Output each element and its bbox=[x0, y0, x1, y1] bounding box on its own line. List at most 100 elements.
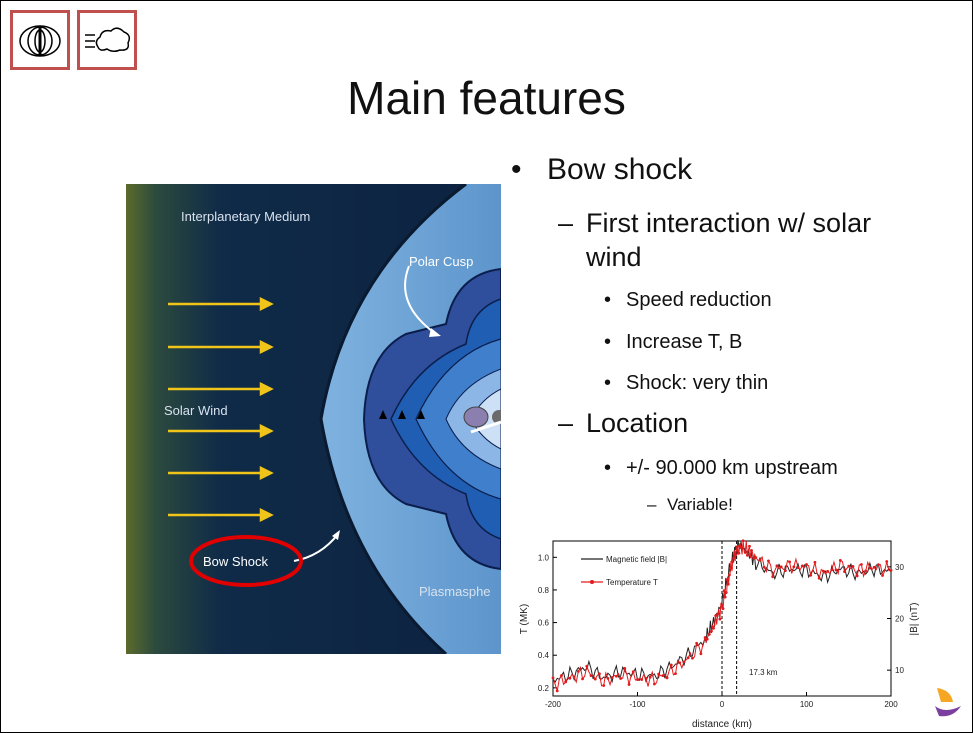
temperature-point bbox=[627, 683, 631, 686]
temperature-point bbox=[813, 560, 817, 564]
item-increase-t-b: Increase T, B bbox=[626, 331, 743, 353]
magnetosphere-diagram: Interplanetary Medium Polar Cusp Solar W… bbox=[126, 184, 501, 654]
temperature-point bbox=[800, 564, 804, 568]
dash: – bbox=[647, 495, 657, 514]
temperature-point bbox=[754, 556, 758, 559]
temperature-point bbox=[775, 564, 779, 568]
temperature-point bbox=[648, 675, 652, 679]
x-tick-label: -200 bbox=[545, 700, 562, 709]
temperature-point bbox=[555, 689, 559, 693]
temperature-point bbox=[726, 582, 730, 586]
temperature-point bbox=[589, 674, 593, 678]
temperature-point bbox=[674, 672, 677, 676]
temperature-point bbox=[699, 652, 703, 656]
y-axis-label-left: T (MK) bbox=[519, 604, 530, 634]
temperature-point bbox=[864, 569, 868, 573]
temperature-point bbox=[727, 573, 731, 577]
temperature-point bbox=[767, 559, 770, 563]
temperature-point bbox=[682, 660, 686, 664]
temperature-point bbox=[610, 675, 614, 679]
temperature-point bbox=[585, 664, 589, 668]
temperature-point bbox=[686, 656, 690, 660]
temperature-point bbox=[741, 539, 745, 543]
sub-location: Location bbox=[586, 408, 689, 438]
temperature-point bbox=[691, 656, 694, 660]
temperature-point bbox=[826, 569, 830, 573]
temperature-point bbox=[551, 676, 555, 680]
temperature-point bbox=[725, 578, 729, 581]
temperature-point bbox=[718, 617, 722, 621]
plasmasphere-label: Plasmasphe bbox=[419, 584, 491, 599]
interplanetary-label: Interplanetary Medium bbox=[181, 209, 310, 224]
temperature-point bbox=[731, 560, 734, 564]
temperature-point bbox=[737, 551, 741, 555]
magnetic-field-nav-button[interactable] bbox=[10, 10, 70, 70]
temperature-point bbox=[881, 574, 884, 577]
x-tick-label: -100 bbox=[629, 700, 646, 709]
temperature-point bbox=[838, 559, 842, 562]
dash: – bbox=[558, 408, 574, 438]
temperature-point bbox=[830, 568, 834, 572]
polar-cusp-label: Polar Cusp bbox=[409, 254, 473, 269]
temperature-point bbox=[665, 676, 669, 680]
solar-wind-nav-button[interactable] bbox=[77, 10, 137, 70]
temperature-point bbox=[720, 604, 724, 608]
temperature-point bbox=[788, 560, 791, 564]
temperature-point bbox=[598, 672, 601, 676]
temperature-point bbox=[724, 591, 728, 595]
institution-logo bbox=[935, 688, 961, 717]
temperature-point bbox=[581, 677, 584, 681]
temperature-point bbox=[889, 568, 893, 572]
temperature-point bbox=[745, 553, 749, 557]
x-tick-label: 0 bbox=[720, 700, 725, 709]
temperature-point bbox=[623, 667, 627, 670]
y2-tick-label: 20 bbox=[895, 615, 904, 624]
temperature-point bbox=[705, 637, 709, 641]
temperature-point bbox=[560, 674, 563, 677]
temperature-point bbox=[736, 544, 740, 548]
temperature-point bbox=[653, 682, 656, 686]
bullet-dot: • bbox=[604, 289, 612, 311]
temperature-point bbox=[723, 595, 727, 599]
temperature-point bbox=[602, 684, 606, 687]
y-tick-label: 0.8 bbox=[538, 586, 550, 595]
temperature-point bbox=[572, 675, 576, 679]
temperature-point bbox=[661, 674, 665, 678]
temperature-point bbox=[771, 575, 775, 579]
sub-first-interaction: First interaction w/ solar wind bbox=[586, 208, 872, 272]
temperature-point bbox=[758, 558, 762, 562]
temperature-point bbox=[714, 614, 718, 618]
item-upstream: +/- 90.000 km upstream bbox=[626, 457, 838, 479]
solar-wind-label: Solar Wind bbox=[164, 403, 228, 418]
bullet-dot: • bbox=[604, 457, 612, 479]
temperature-point bbox=[619, 677, 622, 680]
x-axis-label: distance (km) bbox=[692, 719, 752, 730]
temperature-point bbox=[743, 551, 747, 554]
temperature-point bbox=[855, 574, 859, 578]
dash: – bbox=[558, 208, 574, 238]
temperature-point bbox=[606, 676, 610, 680]
bullet-dot: • bbox=[511, 153, 522, 186]
temperature-point bbox=[805, 563, 808, 566]
temperature-point bbox=[851, 564, 855, 568]
temperature-point bbox=[710, 629, 713, 633]
temperature-point bbox=[568, 676, 572, 680]
temperature-point bbox=[733, 551, 737, 554]
temperature-point bbox=[876, 563, 880, 567]
bullet-dot: • bbox=[604, 331, 612, 353]
y-tick-label: 0.6 bbox=[538, 619, 550, 628]
temperature-point bbox=[834, 568, 838, 572]
legend-b: Magnetic field |B| bbox=[606, 555, 667, 564]
y-tick-label: 0.2 bbox=[538, 684, 550, 693]
bullet-dot: • bbox=[604, 372, 612, 394]
temperature-point bbox=[739, 545, 743, 549]
temperature-point bbox=[716, 612, 720, 616]
temperature-point bbox=[732, 556, 736, 560]
page-title: Main features bbox=[347, 72, 626, 124]
x-tick-label: 100 bbox=[800, 700, 814, 709]
y-axis-label-right: |B| (nT) bbox=[909, 603, 920, 636]
temperature-point bbox=[783, 569, 787, 573]
item-shock-thin: Shock: very thin bbox=[626, 372, 769, 394]
